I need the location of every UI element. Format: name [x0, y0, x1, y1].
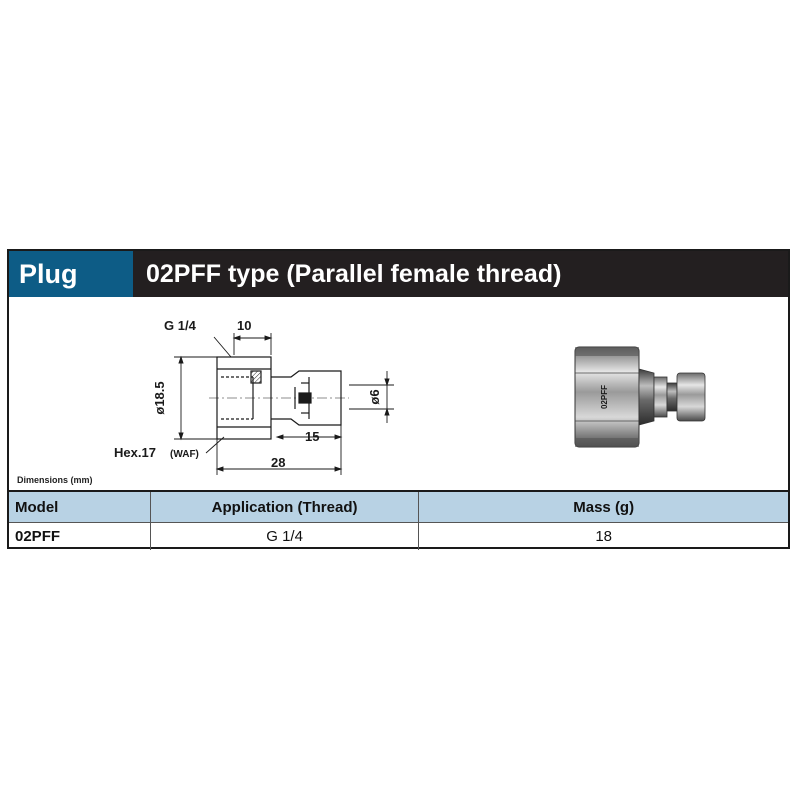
hex-waf-label: (WAF): [170, 449, 199, 460]
technical-drawing: G 1/4 10 ø18.5 Hex.17 (WAF) 15 28 ø6 02P…: [114, 318, 706, 475]
product-photo: 02PFF: [574, 346, 706, 448]
dimension-lines: [174, 333, 394, 475]
cell-application: G 1/4: [149, 522, 419, 550]
hex-label: Hex.17: [114, 445, 156, 460]
product-spec-panel: Plug 02PFF type (Parallel female thread): [7, 249, 790, 550]
thread-depth-label: 10: [237, 318, 251, 333]
body-diameter-label: ø18.5: [152, 381, 167, 414]
header-bar: Plug 02PFF type (Parallel female thread): [9, 251, 788, 297]
col-mass-header: Mass (g): [418, 490, 788, 523]
col-application-header: Application (Thread): [149, 490, 419, 523]
category-label: Plug: [9, 251, 133, 297]
cell-model: 02PFF: [15, 528, 61, 545]
product-marking: 02PFF: [600, 385, 609, 409]
tip-diameter-label: ø6: [367, 389, 382, 404]
cell-mass: 18: [418, 522, 788, 550]
fitting-outline: [209, 356, 349, 440]
plug-length-label: 15: [305, 429, 319, 444]
col-model-header: Model: [9, 490, 151, 523]
table-row: 02PFF G 1/4 18: [9, 522, 788, 550]
product-title: 02PFF type (Parallel female thread): [146, 260, 562, 288]
overall-length-label: 28: [271, 455, 285, 470]
table-header-row: Model Application (Thread) Mass (g): [9, 490, 788, 523]
thread-label: G 1/4: [164, 318, 197, 333]
dimensions-note: Dimensions (mm): [17, 475, 93, 485]
spec-table: Model Application (Thread) Mass (g) 02PF…: [9, 490, 788, 550]
